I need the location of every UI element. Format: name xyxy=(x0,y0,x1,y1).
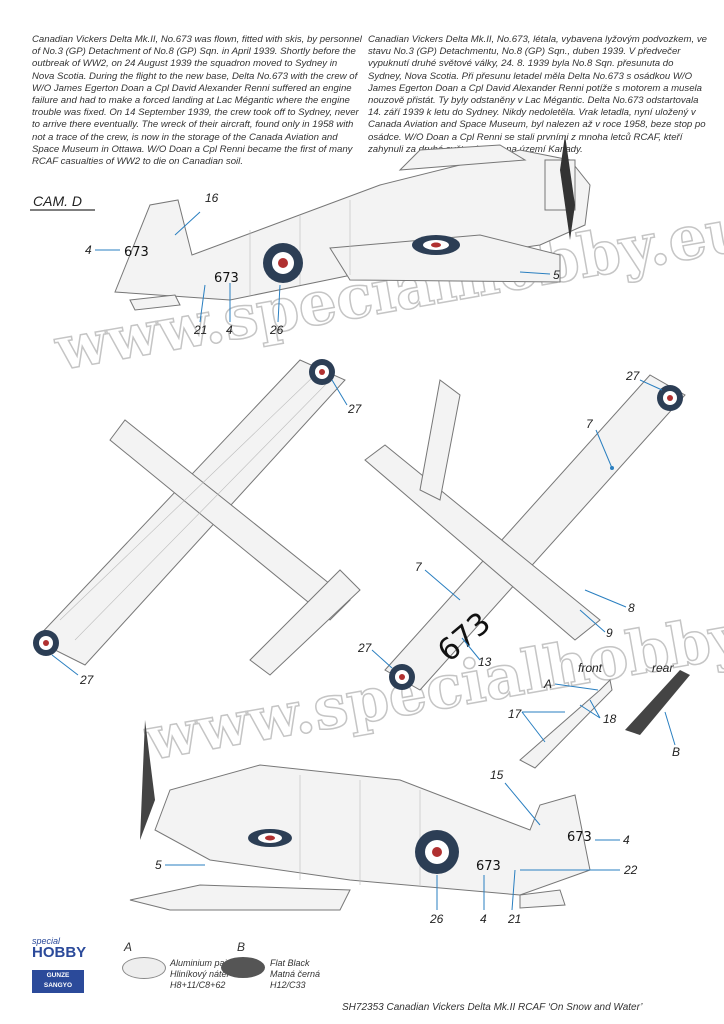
tailplane xyxy=(249,569,361,676)
paint-a-name-en: Aluminium paint xyxy=(170,958,235,968)
fuselage-serial: 673 xyxy=(476,859,501,874)
fuselage xyxy=(364,444,601,641)
front-propeller xyxy=(519,678,613,769)
camouflage-label: CAM. D xyxy=(33,193,82,209)
footer-title: SH72353 Canadian Vickers Delta Mk.II RCA… xyxy=(342,1002,643,1013)
paint-b-info: Flat Black Matná černá H12/C33 xyxy=(270,958,320,991)
wing xyxy=(34,359,346,666)
callout-26: 26 xyxy=(269,323,284,337)
paint-b-name-cz: Matná černá xyxy=(270,969,321,979)
callout-13: 13 xyxy=(478,655,492,669)
plan-view-upper: 27 27 xyxy=(33,359,363,687)
special-hobby-logo: special HOBBY xyxy=(32,936,87,961)
callout-16: 16 xyxy=(205,191,219,205)
side-view-right: 673 673 15 4 5 22 26 4 21 xyxy=(129,720,638,926)
callout-22: 22 xyxy=(623,863,638,877)
paint-a-codes: H8+11/C8+62 xyxy=(170,980,226,990)
callout-18: 18 xyxy=(603,712,617,726)
callout-27: 27 xyxy=(79,673,95,687)
callout-27: 27 xyxy=(357,641,373,655)
callout-7: 7 xyxy=(415,560,423,574)
tail-ski xyxy=(519,889,566,909)
tail-serial: 673 xyxy=(124,245,149,260)
paint-b-codes: H12/C33 xyxy=(270,980,306,990)
plan-view-lower: 673 27 7 7 8 9 13 27 xyxy=(357,369,686,691)
callout-5: 5 xyxy=(553,268,560,282)
callout-9: 9 xyxy=(606,626,613,640)
tail-ski xyxy=(129,294,181,311)
front-label: front xyxy=(578,661,603,675)
paint-a-info: Aluminium paint Hliníkový nátěr H8+11/C8… xyxy=(170,958,234,991)
paint-b-name-en: Flat Black xyxy=(270,958,310,968)
watermark: www.specialhobby.eu xyxy=(139,584,724,775)
gunze-sangyo-logo: GUNZE SANGYO xyxy=(32,970,84,993)
callout-4: 4 xyxy=(226,323,233,337)
callout-5: 5 xyxy=(155,858,162,872)
callout-7: 7 xyxy=(586,417,594,431)
callout-15: 15 xyxy=(490,768,504,782)
float-ski xyxy=(129,884,351,911)
callout-21: 21 xyxy=(507,912,521,926)
paint-A-callout: A xyxy=(543,677,552,691)
callout-26: 26 xyxy=(429,912,444,926)
history-text-english: Canadian Vickers Delta Mk.II, No.673 was… xyxy=(32,34,362,168)
callout-21: 21 xyxy=(193,323,207,337)
callout-4: 4 xyxy=(85,243,92,257)
rear-label: rear xyxy=(652,661,674,675)
callout-8: 8 xyxy=(628,601,635,615)
callout-17: 17 xyxy=(508,707,523,721)
callout-4: 4 xyxy=(480,912,487,926)
paint-swatch-a xyxy=(122,957,166,979)
rear-propeller xyxy=(625,670,690,735)
logo-hobby: HOBBY xyxy=(32,944,87,961)
paint-key-a: A xyxy=(124,940,133,954)
paint-B-callout: B xyxy=(672,745,680,759)
propeller-details: front rear A B 17 18 xyxy=(508,661,690,769)
propeller xyxy=(140,720,155,840)
callout-4: 4 xyxy=(623,833,630,847)
side-view-left: 673 673 16 4 5 21 4 26 xyxy=(85,135,591,337)
fuselage-serial: 673 xyxy=(214,271,239,286)
paint-key-b: B xyxy=(237,940,246,954)
history-text-czech: Canadian Vickers Delta Mk.II, No.673, lé… xyxy=(368,34,707,155)
callout-27: 27 xyxy=(625,369,641,383)
logo-special: special xyxy=(32,936,61,946)
callout-27: 27 xyxy=(347,402,363,416)
tail-serial: 673 xyxy=(567,830,592,845)
paint-swatch-b xyxy=(221,957,265,978)
propeller xyxy=(560,135,575,240)
paint-a-name-cz: Hliníkový nátěr xyxy=(170,969,230,979)
float-ski xyxy=(329,234,561,283)
